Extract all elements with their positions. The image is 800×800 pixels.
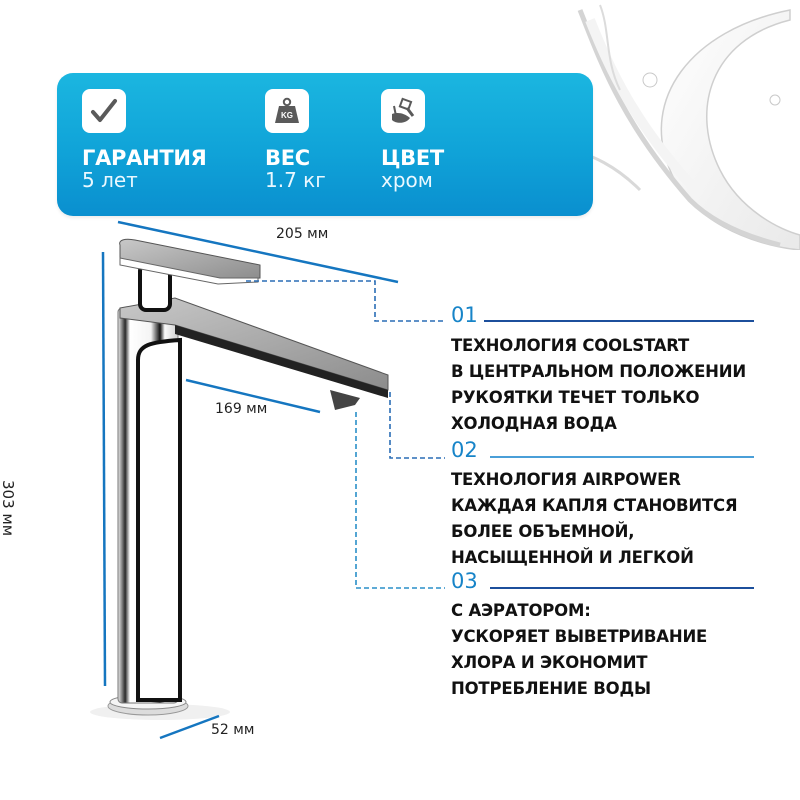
dimension-height-label: 303 мм [0,480,17,537]
dimension-spout-label: 169 мм [215,401,268,417]
paint-brush-icon [381,89,425,133]
dimension-base-label: 52 мм [211,722,255,738]
weight-kg-icon: KG [265,89,309,133]
feature-number-01: 01 [451,303,478,327]
water-splash-image [559,4,800,250]
feature-separator [484,320,754,322]
dimension-line-height [101,251,107,687]
feature-number-02: 02 [451,438,478,462]
spec-label: ВЕС [265,146,310,170]
spec-value: 5 лет [82,168,138,192]
feature-number-03: 03 [451,569,478,593]
feature-01-text: ТЕХНОЛОГИЯ COOLSTART В ЦЕНТРАЛЬНОМ ПОЛОЖ… [451,336,746,433]
dimension-line-base [159,714,220,740]
dimension-line-width [117,220,399,284]
spec-label: ГАРАНТИЯ [82,146,207,170]
spec-label: ЦВЕТ [381,146,444,170]
spec-value: 1.7 кг [265,168,326,192]
feature-separator [490,587,754,589]
feature-03-text: С АЭРАТОРОМ: УСКОРЯЕТ ВЫВЕТРИВАНИЕ ХЛОРА… [451,601,708,698]
leader-line-01 [246,280,445,322]
feature-separator [490,456,754,458]
spec-color: ЦВЕТ хром [381,89,444,191]
spec-warranty: ГАРАНТИЯ 5 лет [82,89,207,191]
spec-weight: KG ВЕС 1.7 кг [265,89,326,191]
dimension-line-spout [185,378,321,414]
spec-value: хром [381,168,433,192]
leader-line-02 [389,392,445,459]
specs-banner: ГАРАНТИЯ 5 лет KG ВЕС 1.7 кг ЦВЕТ хром [57,73,593,216]
feature-02-text: ТЕХНОЛОГИЯ AIRPOWER КАЖДАЯ КАПЛЯ СТАНОВИ… [451,470,738,567]
leader-line-03 [355,412,445,589]
dimension-width-label: 205 мм [276,226,329,242]
svg-text:KG: KG [281,111,293,120]
checkmark-icon [82,89,126,133]
